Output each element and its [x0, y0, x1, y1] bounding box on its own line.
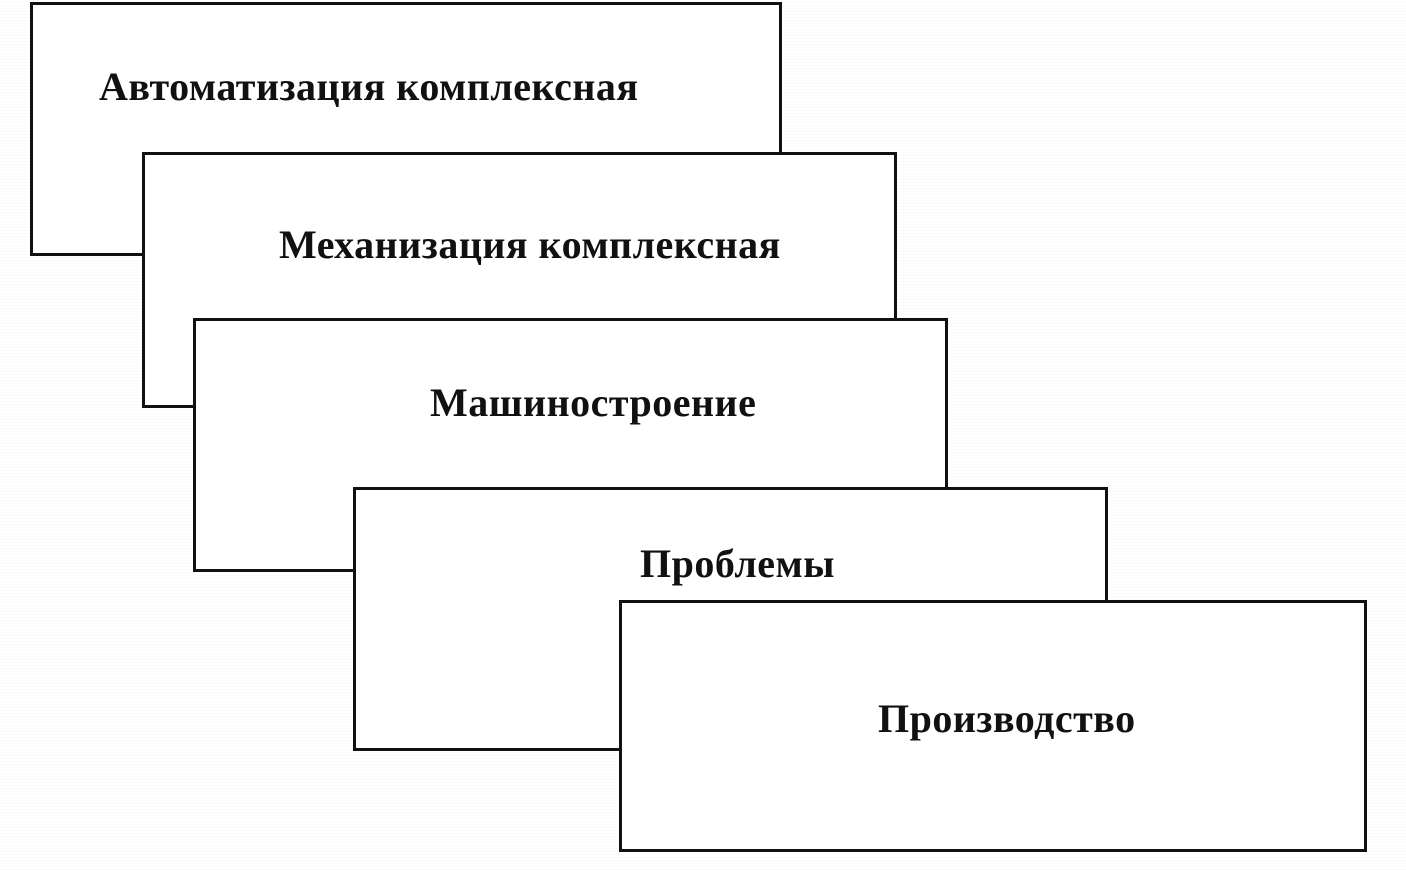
card-production-label: Производство: [878, 696, 1136, 741]
card-mechanization-label: Механизация комплексная: [279, 222, 781, 267]
card-machine-building-label: Машиностроение: [430, 380, 757, 425]
card-production: Производство: [619, 600, 1367, 852]
card-problems-label: Проблемы: [640, 541, 836, 586]
card-automation-label: Автоматизация комплексная: [99, 64, 639, 109]
